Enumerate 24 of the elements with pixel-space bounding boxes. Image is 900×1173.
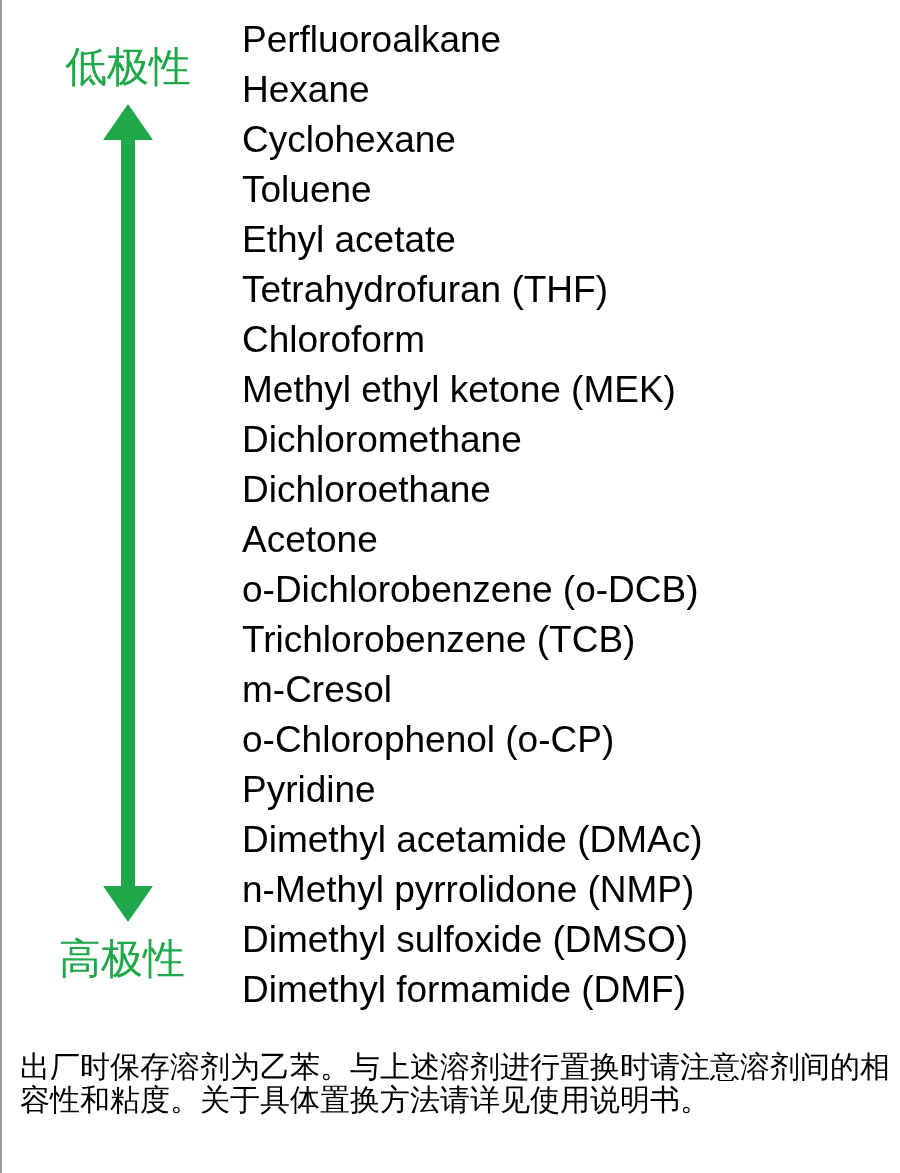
polarity-label: 高极性 <box>52 922 192 982</box>
solvent-name: o-Dichlorobenzene (o-DCB) <box>242 568 699 612</box>
caption-note: 出厂时保存溶剂为乙苯。与上述溶剂进行置换时请注意溶剂间的相容性和粘度。关于具体置换方法请详见使用说明书。 <box>20 1050 891 1116</box>
solvent-name: Ethyl acetate <box>242 218 456 262</box>
solvent-name: Toluene <box>242 168 372 212</box>
solvent-name: Cyclohexane <box>242 118 456 162</box>
solvent-name: Acetone <box>242 518 378 562</box>
solvent-name: m-Cresol <box>242 668 393 712</box>
solvent-name: Trichlorobenzene (TCB) <box>242 618 636 662</box>
solvent-name: Pyridine <box>242 768 376 812</box>
solvent-name: Dimethyl acetamide (DMAc) <box>242 818 703 862</box>
solvent-name: Tetrahydrofuran (THF) <box>242 268 608 312</box>
polarity-label: 低极性 <box>58 44 198 104</box>
solvent-name: o-Chlorophenol (o-CP) <box>242 718 615 762</box>
solvent-name: Dimethyl sulfoxide (DMSO) <box>242 918 689 962</box>
solvent-name: Dichloroethane <box>242 468 491 512</box>
solvent-name: n-Methyl pyrrolidone (NMP) <box>242 868 695 912</box>
double-headed-arrow <box>103 104 153 922</box>
solvent-name: Hexane <box>242 68 370 112</box>
solvent-name: Dimethyl formamide (DMF) <box>242 968 687 1012</box>
solvent-name: Chloroform <box>242 318 425 362</box>
solvent-name: Methyl ethyl ketone (MEK) <box>242 368 676 412</box>
solvent-name: Dichloromethane <box>242 418 522 462</box>
solvent-name: Perfluoroalkane <box>242 18 502 62</box>
